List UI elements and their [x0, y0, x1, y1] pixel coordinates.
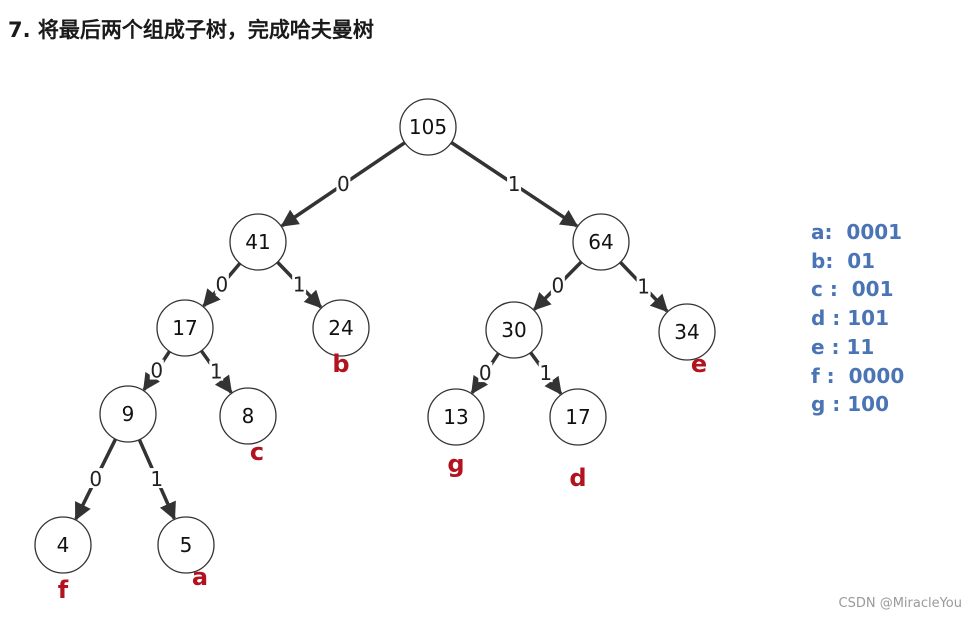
- node-value: 30: [501, 318, 526, 342]
- node-value: 8: [242, 404, 255, 428]
- tree-node: [549, 388, 607, 446]
- node-value: 105: [409, 115, 447, 139]
- tree-node: [427, 388, 485, 446]
- node-value: 4: [57, 533, 70, 557]
- edge-label-bg: [209, 360, 224, 381]
- node-value: 24: [328, 316, 353, 340]
- edge-label-bg: [88, 468, 103, 489]
- edge-label-bg: [336, 173, 351, 194]
- edge-label-bg: [538, 362, 553, 383]
- node-value: 5: [180, 533, 193, 557]
- edge-label-bg: [149, 359, 164, 380]
- node-value: 17: [172, 316, 197, 340]
- code-line: e : 11: [811, 334, 875, 359]
- leaf-symbol-label: c: [250, 438, 264, 466]
- node-value: 13: [443, 405, 468, 429]
- edge-label: 0: [337, 172, 350, 196]
- node-value: 34: [674, 320, 699, 344]
- node-value: 64: [588, 230, 613, 254]
- tree-node: [156, 299, 214, 357]
- tree-node: [157, 516, 215, 574]
- tree-node: [229, 213, 287, 271]
- leaf-symbol-label: a: [192, 563, 208, 591]
- edge-label: 1: [293, 273, 306, 297]
- edge-label: 1: [539, 361, 552, 385]
- leaf-symbol-label: f: [58, 576, 69, 604]
- tree-node: [219, 387, 277, 445]
- code-line: g : 100: [811, 392, 889, 417]
- edge-label: 1: [508, 172, 521, 196]
- edge-label: 0: [89, 467, 102, 491]
- tree-node: [658, 303, 716, 361]
- code-line: c : 001: [811, 277, 894, 302]
- tree-node: [572, 213, 630, 271]
- edge-label-bg: [149, 468, 164, 489]
- code-line: a: 0001: [811, 220, 903, 244]
- tree-node: [312, 299, 370, 357]
- tree-node: [99, 385, 157, 443]
- node-value: 9: [122, 402, 135, 426]
- edge-label-bg: [214, 273, 229, 294]
- edge-label-bg: [507, 173, 522, 194]
- watermark: CSDN @MiracleYou: [838, 596, 963, 611]
- edge-label: 0: [215, 273, 228, 297]
- edge-label: 0: [551, 274, 564, 298]
- edge-label: 0: [150, 359, 163, 383]
- tree-node: [34, 516, 92, 574]
- edge-label: 1: [637, 275, 650, 299]
- node-value: 41: [245, 230, 270, 254]
- edge-label: 1: [150, 467, 163, 491]
- leaf-symbol-label: b: [332, 350, 349, 378]
- code-line: f : 0000: [811, 363, 905, 388]
- code-list: a: 0001 b: 01 c : 001 d : 101 e : 11 f : 0000…: [811, 218, 904, 419]
- edge-label-bg: [636, 275, 651, 296]
- node-value: 17: [565, 405, 590, 429]
- edge-label: 1: [210, 360, 223, 384]
- leaf-symbol-label: g: [447, 450, 464, 478]
- tree-node: [399, 98, 457, 156]
- code-line: d : 101: [811, 306, 889, 331]
- page-title: 7. 将最后两个组成子树，完成哈夫曼树: [8, 18, 374, 42]
- leaf-symbol-label: d: [569, 464, 586, 492]
- code-line: b: 01: [811, 248, 876, 273]
- edge-label-bg: [478, 362, 493, 383]
- edge-label-bg: [292, 273, 307, 294]
- edge-label-bg: [550, 274, 565, 295]
- tree-node: [485, 301, 543, 359]
- edge-label: 0: [479, 361, 492, 385]
- leaf-symbol-label: e: [691, 350, 707, 378]
